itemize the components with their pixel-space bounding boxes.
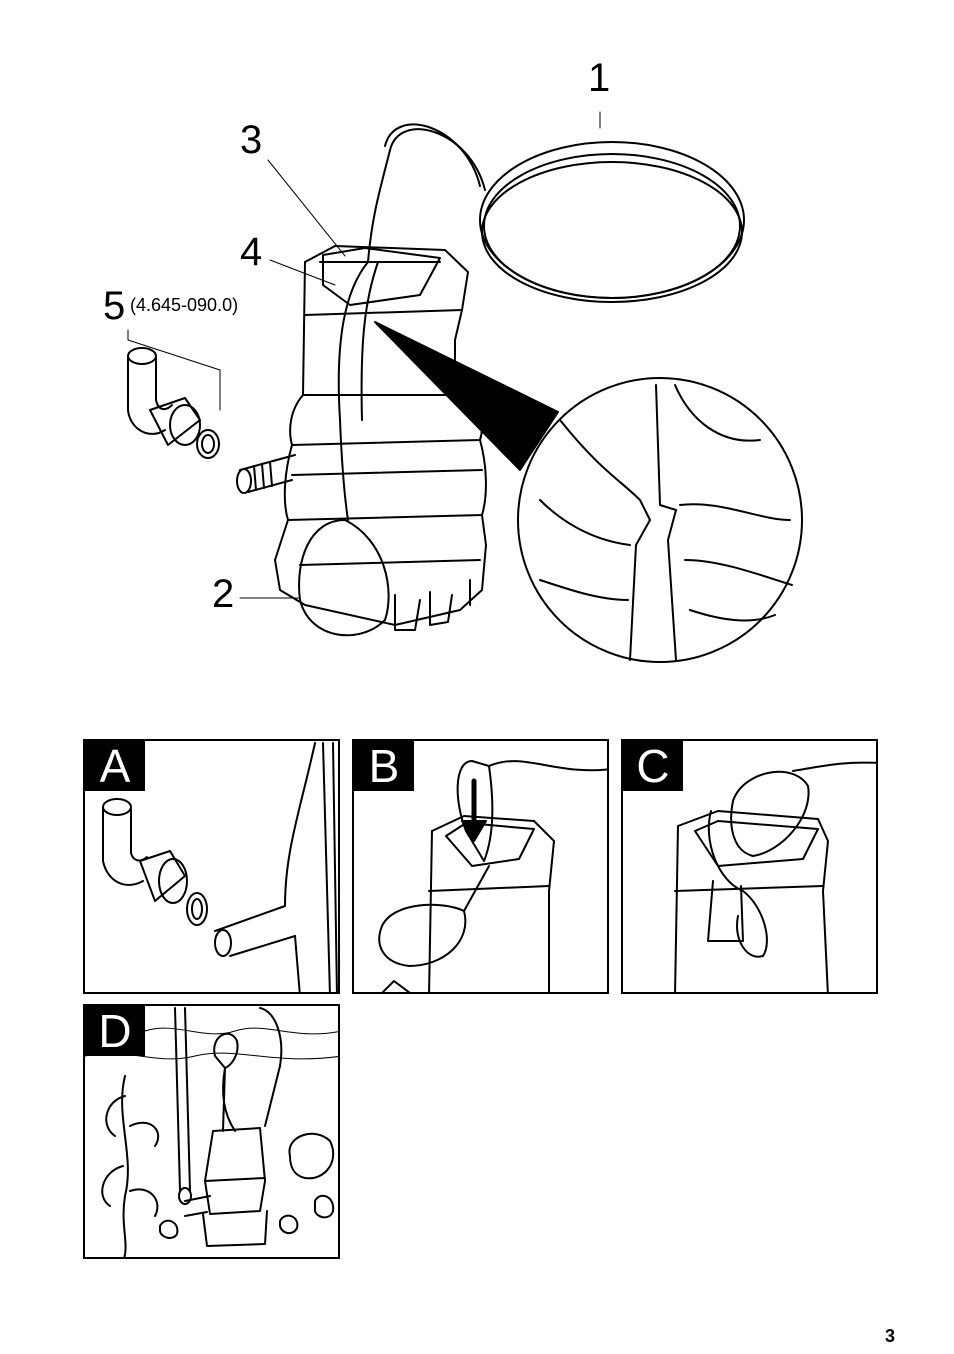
float-switch [299, 262, 389, 635]
leader-lines [128, 112, 600, 598]
callout-3: 3 [240, 120, 262, 160]
panel-d: D [83, 1004, 340, 1259]
callout-1: 1 [588, 58, 610, 98]
accessory-part-number: (4.645-090.0) [130, 296, 238, 314]
cable-coil [368, 125, 744, 302]
callout-5: 5 [103, 286, 125, 326]
callout-4: 4 [240, 232, 262, 272]
panel-d-label: D [85, 1006, 145, 1056]
panel-a: A [83, 739, 340, 994]
pump-main-illustration [0, 0, 954, 700]
callout-2: 2 [212, 574, 234, 614]
panel-c-label: C [623, 741, 683, 791]
page-number: 3 [885, 1326, 895, 1347]
elbow-connector [128, 348, 219, 458]
pump-body [275, 246, 486, 630]
panel-c: C [621, 739, 878, 994]
magnified-detail [518, 378, 802, 662]
panel-b: B [352, 739, 609, 994]
panel-b-label: B [354, 741, 414, 791]
panel-a-label: A [85, 741, 145, 791]
